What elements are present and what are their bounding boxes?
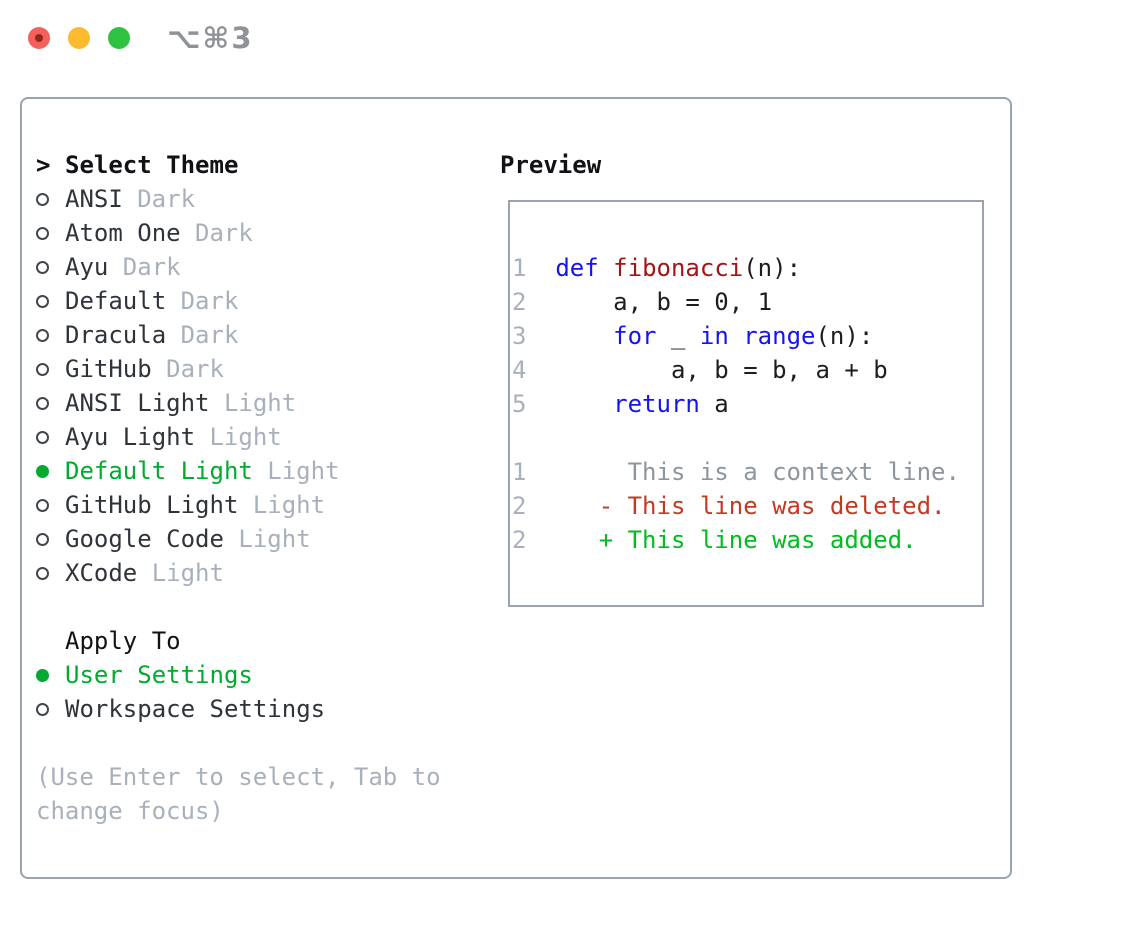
radio-icon: [36, 522, 65, 556]
item-label: Ayu Light: [65, 423, 196, 451]
item-variant-label: Dark: [166, 355, 224, 383]
theme-item-ayu-light[interactable]: Ayu Light Light: [36, 420, 441, 454]
radio-icon: [36, 250, 65, 284]
code-line: 3 for _ in range(n):: [512, 322, 874, 350]
theme-item-default[interactable]: Default Dark: [36, 284, 441, 318]
item-label: XCode: [65, 559, 138, 587]
radio-icon: [36, 284, 65, 318]
item-label: ANSI Light: [65, 389, 210, 417]
item-variant-label: Light: [238, 525, 311, 553]
close-button[interactable]: [28, 27, 50, 49]
item-variant-label: Light: [223, 389, 297, 417]
theme-item-xcode[interactable]: XCode Light: [36, 556, 441, 590]
preview-header: Preview: [500, 151, 602, 179]
item-label: Dracula: [65, 321, 167, 349]
radio-icon: [36, 386, 65, 420]
radio-icon: [36, 420, 65, 454]
radio-icon: [36, 352, 65, 386]
diff-line-context: 1 This is a context line.: [512, 458, 960, 486]
code-line: 1 def fibonacci(n):: [512, 254, 802, 282]
theme-item-github[interactable]: GitHub Dark: [36, 352, 441, 386]
item-label: GitHub Light: [65, 491, 239, 519]
radio-icon: [36, 692, 65, 726]
code-line: 2 a, b = 0, 1: [512, 288, 773, 316]
theme-item-google-code[interactable]: Google Code Light: [36, 522, 441, 556]
code-preview: 1 def fibonacci(n): 2 a, b = 0, 1 3 for _ …: [512, 251, 982, 557]
zoom-button[interactable]: [108, 27, 130, 49]
section-gap: [36, 590, 441, 624]
code-line: 4 a, b = b, a + b: [512, 356, 888, 384]
radio-selected-icon: [36, 658, 65, 692]
item-variant-label: Light: [209, 423, 282, 451]
item-label: GitHub: [65, 355, 152, 383]
item-label: Default: [65, 287, 167, 315]
item-label: Workspace Settings: [65, 695, 326, 723]
item-variant-label: Light: [252, 491, 326, 519]
radio-icon: [36, 318, 65, 352]
diff-line-added: 2 + This line was added.: [512, 526, 917, 554]
title-bar: ⌥⌘3: [0, 0, 1140, 76]
cursor-caret-icon: >: [36, 151, 51, 179]
item-label: Ayu: [65, 253, 109, 281]
code-line: 5 return a: [512, 390, 729, 418]
item-variant-label: Dark: [122, 253, 181, 281]
item-variant-label: Light: [151, 559, 224, 587]
theme-item-atom-one[interactable]: Atom One Dark: [36, 216, 441, 250]
radio-icon: [36, 556, 65, 590]
preview-pane: 1 def fibonacci(n): 2 a, b = 0, 1 3 for _ …: [508, 200, 984, 607]
theme-item-ansi-light[interactable]: ANSI Light Light: [36, 386, 441, 420]
radio-selected-icon: [36, 454, 65, 488]
section-gap: [36, 726, 441, 760]
select-theme-header: >Select Theme: [36, 148, 441, 182]
blank-line: [512, 421, 982, 455]
radio-icon: [36, 182, 65, 216]
apply-option-workspace-settings[interactable]: Workspace Settings: [36, 692, 441, 726]
theme-item-default-light[interactable]: Default Light Light: [36, 454, 441, 488]
hint-line-1: (Use Enter to select, Tab to: [36, 763, 441, 791]
item-label: User Settings: [65, 661, 253, 689]
item-label: Google Code: [65, 525, 224, 553]
item-label: Atom One: [65, 219, 181, 247]
theme-item-github-light[interactable]: GitHub Light Light: [36, 488, 441, 522]
item-label: ANSI: [65, 185, 123, 213]
hint-line-2: change focus): [36, 797, 224, 825]
minimize-button[interactable]: [68, 27, 90, 49]
item-variant-label: Dark: [137, 185, 196, 213]
radio-icon: [36, 488, 65, 522]
theme-item-dracula[interactable]: Dracula Dark: [36, 318, 441, 352]
theme-item-ayu[interactable]: Ayu Dark: [36, 250, 441, 284]
edited-dot-icon: [35, 34, 43, 42]
theme-item-ansi[interactable]: ANSI Dark: [36, 182, 441, 216]
radio-icon: [36, 216, 65, 250]
item-variant-label: Dark: [180, 321, 239, 349]
item-variant-label: Dark: [180, 287, 239, 315]
item-variant-label: Dark: [195, 219, 253, 247]
apply-option-user-settings[interactable]: User Settings: [36, 658, 441, 692]
item-variant-label: Light: [267, 457, 340, 485]
item-label: Default Light: [65, 457, 253, 485]
apply-to-header: Apply To: [65, 627, 181, 655]
window-title-shortcut: ⌥⌘3: [167, 21, 254, 55]
diff-line-deleted: 2 - This line was deleted.: [512, 492, 946, 520]
